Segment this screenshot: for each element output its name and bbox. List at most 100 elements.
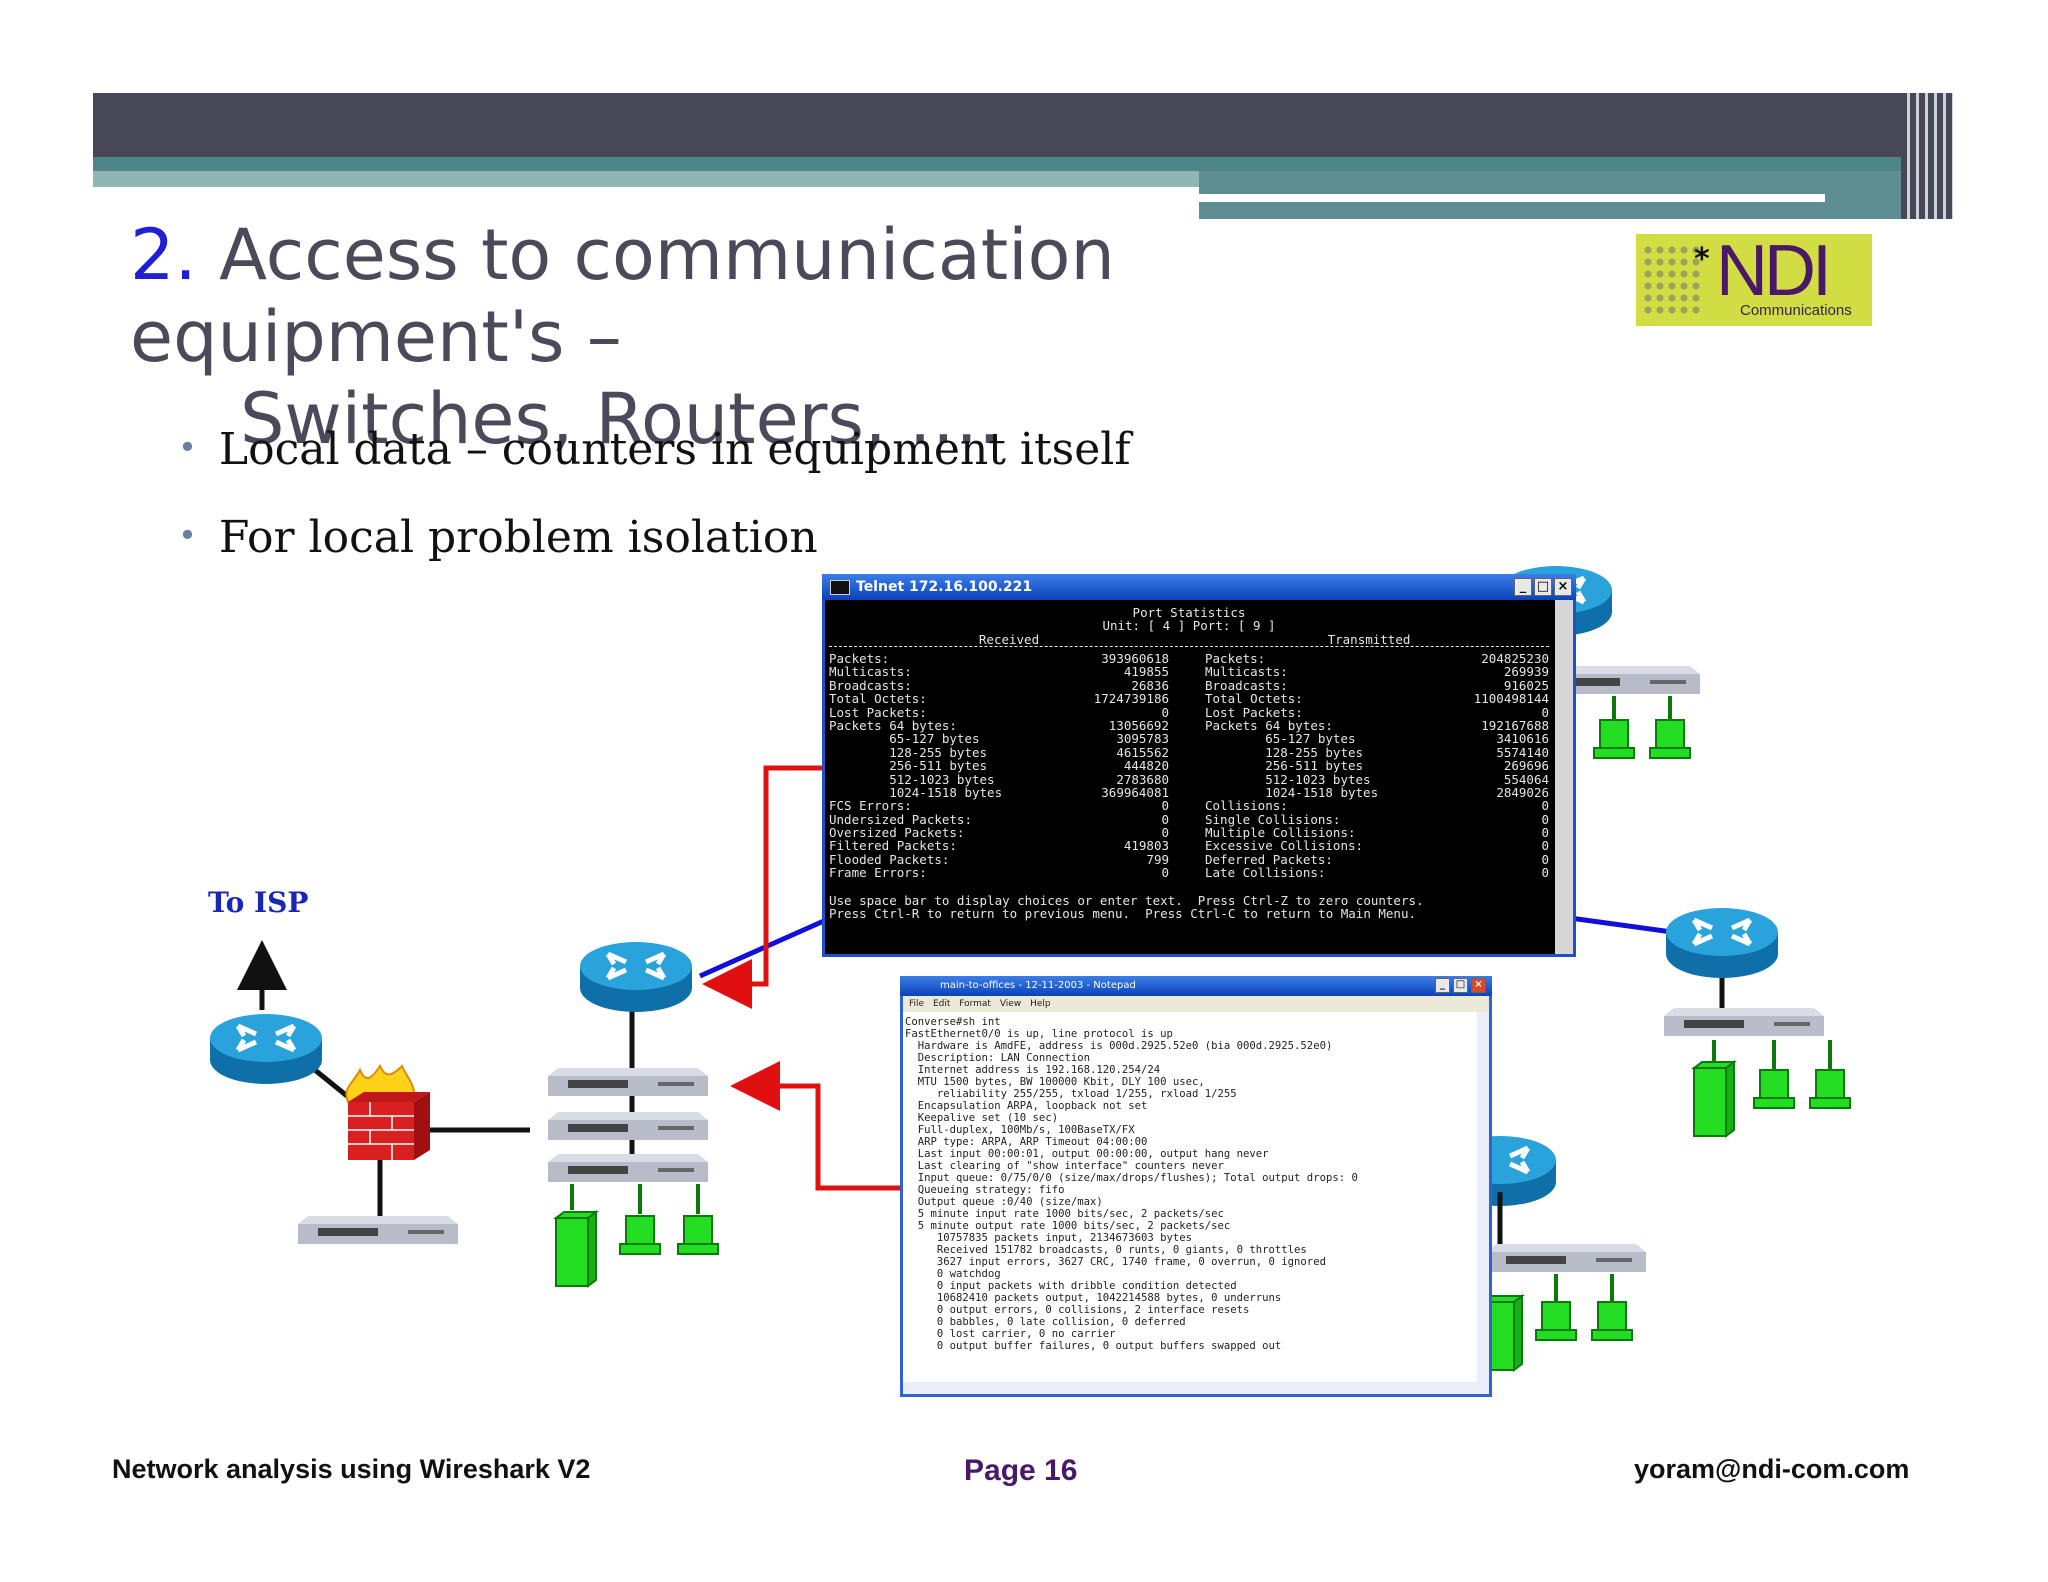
pc-center-1: [619, 1215, 661, 1255]
menu-help[interactable]: Help: [1030, 999, 1051, 1009]
pc-remote-2a: [1753, 1069, 1795, 1109]
stat-label: Multicasts:: [1205, 664, 1288, 680]
notepad-title: main-to-offices - 12-11-2003 - Notepad: [940, 980, 1136, 991]
server-remote-2: [1693, 1061, 1735, 1137]
stat-value: 1724739186: [1093, 691, 1169, 707]
remote-router-2: [1666, 908, 1778, 978]
stat-row: Packets:204825230: [1205, 652, 1549, 666]
menu-file[interactable]: File: [909, 999, 925, 1009]
telnet-help-1: Use space bar to display choices or ente…: [829, 893, 1424, 908]
close-button[interactable]: ×: [1554, 578, 1572, 596]
telnet-title-bar[interactable]: Telnet 172.16.100.221 _ □ ×: [822, 574, 1576, 600]
link-to-telnet-router: [698, 917, 828, 979]
stat-label: 128-255 bytes: [829, 744, 988, 760]
stat-value: 3095783: [1116, 731, 1169, 747]
stat-label: 1024-1518 bytes: [1205, 784, 1379, 800]
logo-subtitle: Communications: [1740, 302, 1852, 319]
stat-label: Multicasts:: [829, 664, 912, 680]
notepad-horizontal-scrollbar[interactable]: [903, 1382, 1477, 1394]
menu-edit[interactable]: Edit: [932, 999, 951, 1009]
isp-router: [210, 1014, 322, 1084]
arrow-notepad-to-switch: [730, 1061, 904, 1191]
stat-value: 1100498144: [1473, 691, 1549, 707]
notepad-line: 3627 input errors, 3627 CRC, 1740 frame,…: [905, 1256, 1326, 1268]
remote-switch-3: [1486, 1244, 1646, 1272]
notepad-maximize-button[interactable]: □: [1453, 978, 1468, 993]
header-bar: [93, 93, 1953, 157]
notepad-vertical-scrollbar[interactable]: [1477, 1012, 1489, 1394]
link-to-remote-router-2: [1569, 915, 1673, 935]
stat-value: 192167688: [1481, 717, 1549, 733]
notepad-line: Output queue :0/40 (size/max): [905, 1196, 1103, 1208]
stat-row: Lost Packets:0: [1205, 704, 1549, 720]
stat-label: Broadcasts:: [1205, 677, 1288, 693]
notepad-line: MTU 1500 bytes, BW 100000 Kbit, DLY 100 …: [905, 1076, 1205, 1088]
ndi-logo: * NDI Communications: [1636, 231, 1872, 326]
stat-label: Lost Packets:: [829, 704, 927, 720]
pc-remote-3b: [1591, 1301, 1633, 1341]
notepad-line: FastEthernet0/0 is up, line protocol is …: [905, 1028, 1173, 1040]
notepad-minimize-button[interactable]: _: [1435, 978, 1450, 993]
notepad-close-button[interactable]: ×: [1471, 978, 1486, 993]
stat-row: Packets 64 bytes:13056692: [829, 719, 1169, 733]
logo-word: NDI: [1716, 231, 1832, 311]
pc-remote-1a: [1593, 719, 1635, 759]
stat-row: Lost Packets:0: [829, 704, 1169, 720]
telnet-scrollbar[interactable]: [1555, 600, 1573, 954]
notepad-title-bar[interactable]: main-to-offices - 12-11-2003 - Notepad _…: [900, 976, 1492, 996]
firewall: [345, 1063, 430, 1160]
stat-row: Packets 64 bytes:192167688: [1205, 717, 1549, 733]
arrow-telnet-to-router: [702, 765, 826, 1009]
core-router: [580, 942, 692, 1012]
rule: [829, 646, 1549, 647]
stat-row: Oversized Packets:0: [829, 826, 1169, 840]
slide-title: 2. Access to communication equipment's –…: [130, 214, 1530, 460]
notepad-line: Hardware is AmdFE, address is 000d.2925.…: [905, 1040, 1333, 1052]
remote-switch-2: [1664, 1008, 1824, 1036]
notepad-line: Last input 00:00:01, output 00:00:00, ou…: [905, 1148, 1269, 1160]
stat-row: Multicasts:269939: [1205, 664, 1549, 680]
stat-value: 3410616: [1496, 731, 1549, 747]
notepad-line: Queueing strategy: fifo: [905, 1184, 1065, 1196]
stat-label: 512-1023 bytes: [829, 771, 995, 787]
stat-row: Undersized Packets:0: [829, 812, 1169, 826]
stat-value: 419803: [1123, 838, 1169, 854]
dmz-switch: [298, 1216, 458, 1244]
stat-value: 444820: [1123, 758, 1169, 774]
title-line-1: Access to communication equipment's –: [130, 214, 1115, 378]
maximize-button[interactable]: □: [1534, 578, 1552, 596]
notepad-line: Keepalive set (10 sec): [905, 1112, 1059, 1124]
router-firewall-link: [308, 1064, 354, 1102]
notepad-line: reliability 255/255, txload 1/255, rxloa…: [905, 1088, 1237, 1100]
stat-value: 0: [1161, 798, 1169, 814]
transmitted-heading: Transmitted: [1327, 632, 1411, 647]
stat-row: Multiple Collisions:0: [1205, 826, 1549, 840]
stat-row: Collisions:0: [1205, 799, 1549, 813]
notepad-line: Last clearing of "show interface" counte…: [905, 1160, 1224, 1172]
notepad-line: 0 output errors, 0 collisions, 2 interfa…: [905, 1304, 1250, 1316]
stat-value: 0: [1541, 704, 1549, 720]
stat-label: Packets:: [829, 651, 890, 666]
footer-page-number: Page 16: [964, 1454, 1078, 1487]
stat-label: 256-511 bytes: [1205, 758, 1364, 774]
header-accent-line: [1199, 194, 1825, 202]
footer-course-title: Network analysis using Wireshark V2: [112, 1454, 591, 1484]
stat-label: Deferred Packets:: [1205, 851, 1333, 867]
menu-format[interactable]: Format: [959, 999, 991, 1009]
core-switch-1: [548, 1068, 708, 1096]
menu-view[interactable]: View: [999, 999, 1022, 1009]
stat-value: 26836: [1131, 677, 1169, 693]
notepad-line: 0 input packets with dribble condition d…: [905, 1280, 1237, 1292]
stat-label: Flooded Packets:: [829, 851, 950, 867]
to-isp-label: To ISP: [208, 886, 309, 919]
minimize-button[interactable]: _: [1514, 578, 1532, 596]
notepad-window[interactable]: main-to-offices - 12-11-2003 - Notepad _…: [900, 976, 1492, 1397]
telnet-window[interactable]: Telnet 172.16.100.221 _ □ × Port Statist…: [822, 574, 1576, 957]
console-icon: [830, 580, 850, 595]
stat-row: Late Collisions:0: [1205, 866, 1549, 880]
